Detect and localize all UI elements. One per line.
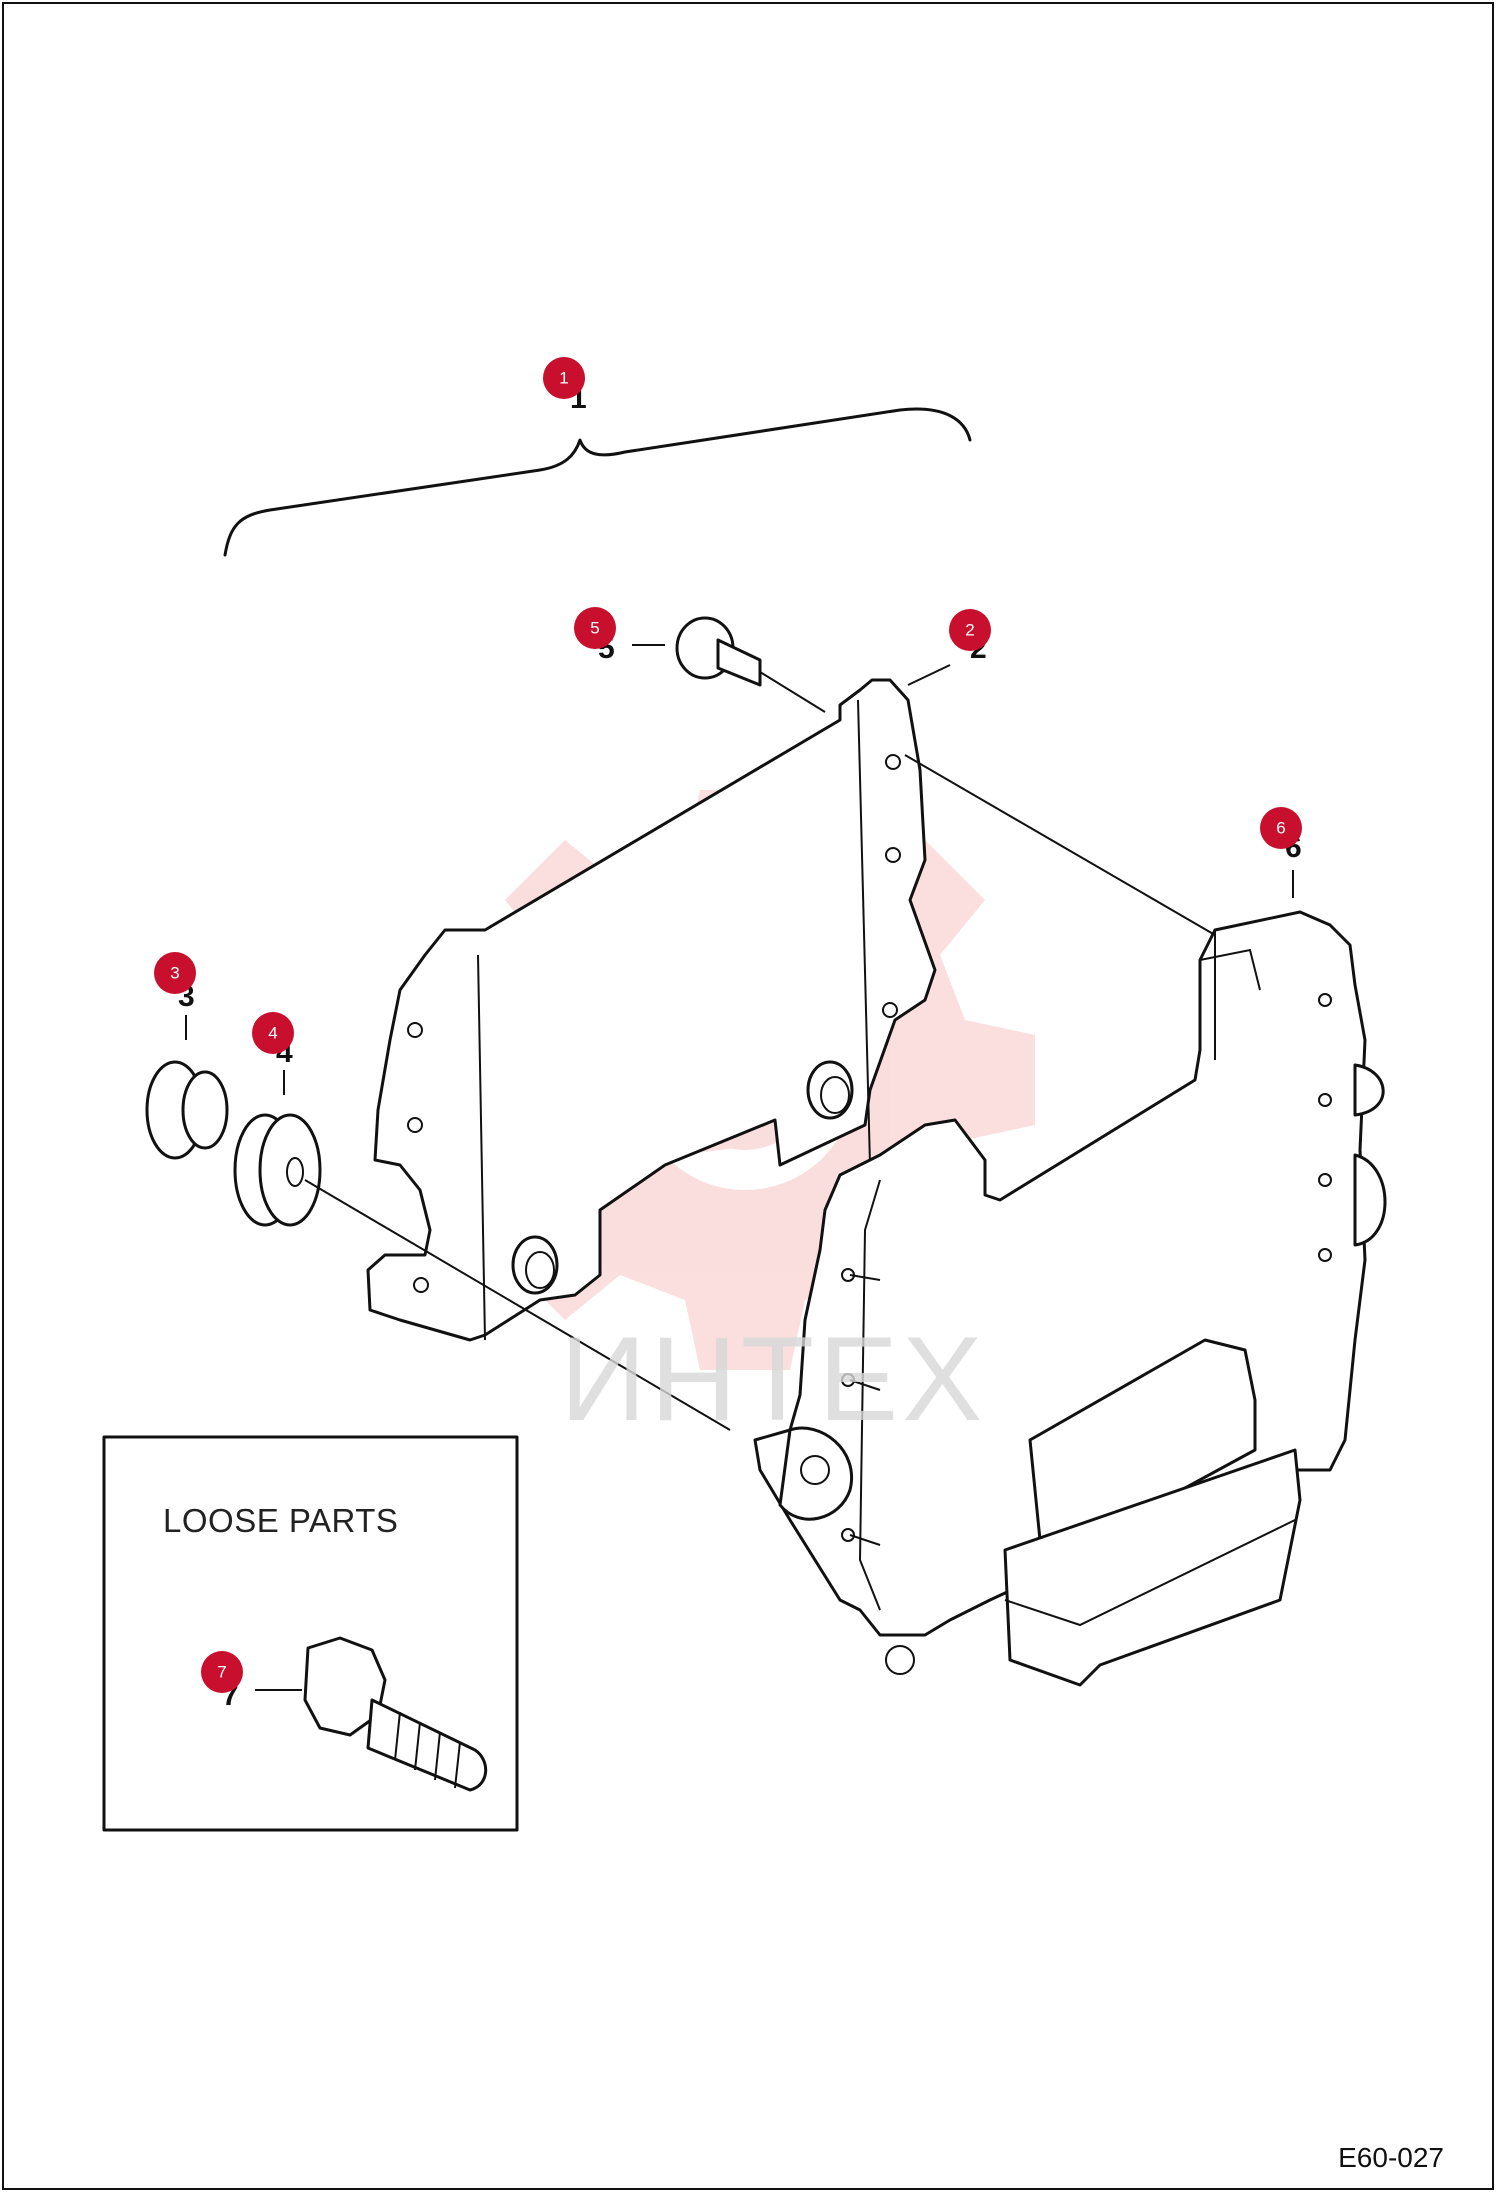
svg-text:4: 4 (268, 1024, 277, 1043)
svg-text:6: 6 (1276, 819, 1285, 838)
screw-part-5 (675, 616, 826, 713)
callout-marker-7[interactable]: 7 (201, 1651, 243, 1693)
collar-part-3 (145, 1060, 229, 1160)
svg-text:5: 5 (590, 619, 599, 638)
mounting-bracket (366, 678, 937, 1342)
control-unit (753, 910, 1387, 1687)
bolt-part-7 (255, 1636, 488, 1792)
watermark-text: ИНТЕХ (560, 1312, 987, 1446)
grommet-part-4 (233, 1113, 731, 1431)
svg-text:7: 7 (217, 1663, 226, 1682)
svg-text:1: 1 (559, 369, 568, 388)
svg-text:3: 3 (170, 964, 179, 983)
callout-marker-6[interactable]: 6 (1260, 807, 1302, 849)
loose-parts-box (102, 1435, 519, 1832)
leader-line-bracket-to-unit (904, 754, 1216, 936)
leader-line-2 (907, 664, 951, 686)
callout-marker-5[interactable]: 5 (574, 607, 616, 649)
figure-code: E60-027 (1338, 2142, 1444, 2173)
callout-marker-4[interactable]: 4 (252, 1012, 294, 1054)
callout-marker-1[interactable]: 1 (543, 357, 585, 399)
loose-parts-label: LOOSE PARTS (163, 1502, 399, 1539)
callout-marker-3[interactable]: 3 (154, 952, 196, 994)
svg-text:2: 2 (965, 621, 974, 640)
assembly-brace (223, 407, 972, 557)
callout-marker-2[interactable]: 2 (949, 609, 991, 651)
